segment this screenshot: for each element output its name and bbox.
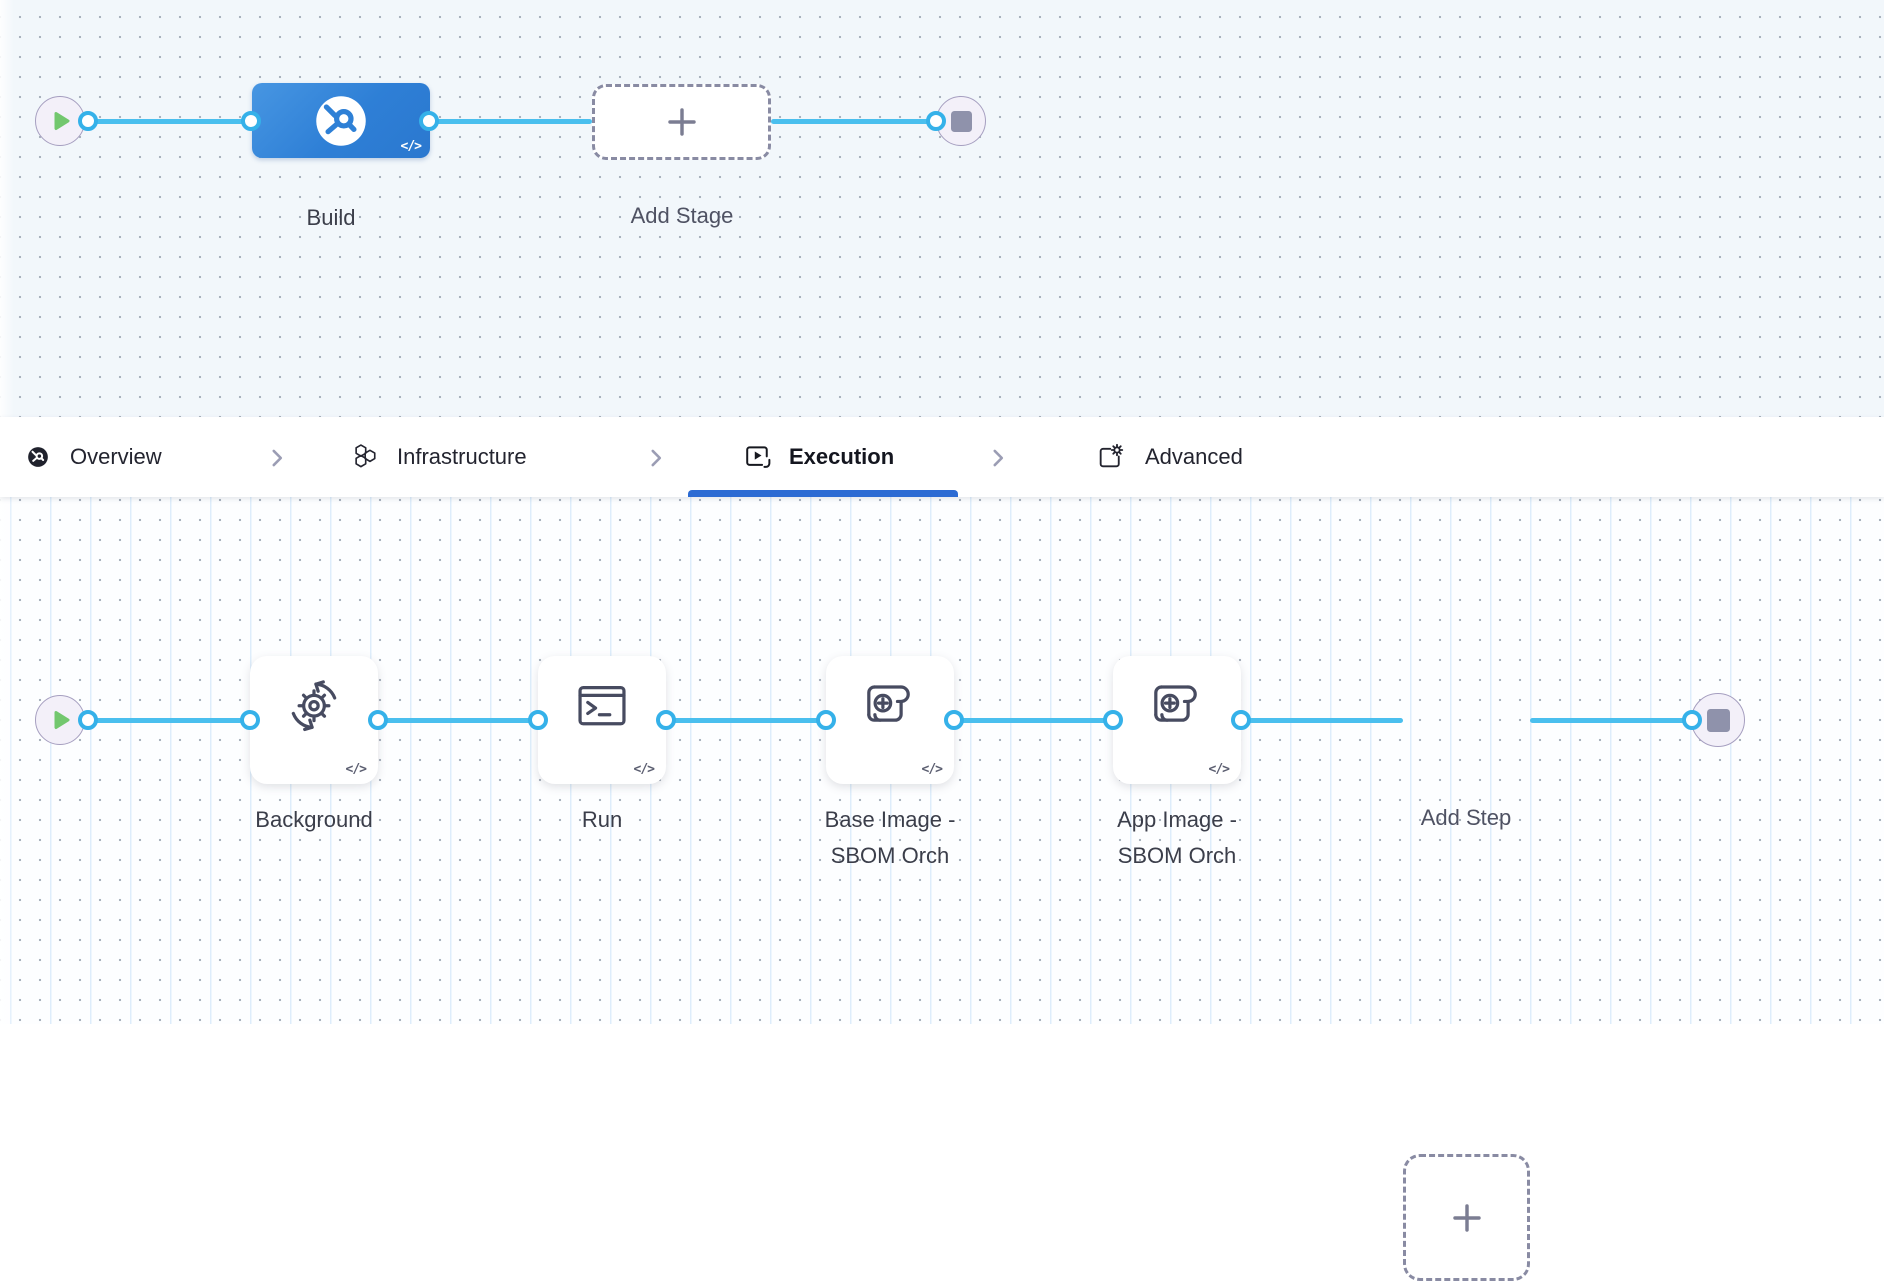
step-label: Base Image - SBOM Orch xyxy=(824,807,956,868)
play-icon xyxy=(54,112,70,130)
code-view-glyph: </> xyxy=(345,762,368,777)
step-node-run[interactable]: </> xyxy=(538,656,666,784)
pipeline-start-node[interactable] xyxy=(35,96,85,146)
chevron-right-icon xyxy=(651,449,662,467)
active-tab-underline xyxy=(688,490,958,497)
step-node-base-image-sbom[interactable]: </> xyxy=(826,656,954,784)
connection-port[interactable] xyxy=(78,710,98,730)
tab-overview[interactable]: Overview xyxy=(27,417,162,497)
add-step-button[interactable] xyxy=(1403,1154,1530,1281)
add-step-label: Add Step xyxy=(1420,805,1512,830)
connector-line xyxy=(954,717,1113,723)
connector-line xyxy=(88,118,252,124)
connection-port[interactable] xyxy=(419,111,439,131)
code-view-glyph: </> xyxy=(921,762,944,777)
add-stage-button[interactable] xyxy=(592,84,771,160)
connection-port[interactable] xyxy=(1231,710,1251,730)
tab-infrastructure[interactable]: Infrastructure xyxy=(351,417,527,497)
stage-node-build[interactable]: </> xyxy=(252,83,430,158)
chevron-right-icon xyxy=(272,449,283,467)
connection-port[interactable] xyxy=(528,710,548,730)
stop-icon xyxy=(950,110,972,132)
connection-port[interactable] xyxy=(816,710,836,730)
connector-line xyxy=(1530,717,1692,723)
play-icon xyxy=(54,711,70,729)
connector-line xyxy=(430,118,592,124)
tab-advanced[interactable]: Advanced xyxy=(1096,417,1243,497)
stop-icon xyxy=(1706,708,1730,732)
connector-line xyxy=(1241,717,1403,723)
connection-port[interactable] xyxy=(1103,710,1123,730)
plus-icon xyxy=(1452,1203,1481,1232)
tab-label: Advanced xyxy=(1145,444,1243,469)
code-view-glyph: </> xyxy=(1208,762,1231,777)
stage-pipeline-canvas: </> Build Add Stage xyxy=(0,0,1884,417)
gear-sync-icon xyxy=(291,680,337,732)
connector-line xyxy=(378,717,538,723)
step-label: App Image - SBOM Orch xyxy=(1117,807,1237,868)
stage-label: Build xyxy=(306,205,356,230)
play-frame-icon xyxy=(746,446,771,468)
connector-line xyxy=(771,118,936,124)
plus-icon xyxy=(667,108,696,136)
connection-port[interactable] xyxy=(241,111,261,131)
connection-port[interactable] xyxy=(656,710,676,730)
connection-port[interactable] xyxy=(1682,710,1702,730)
connection-port[interactable] xyxy=(240,710,260,730)
connection-port[interactable] xyxy=(926,111,946,131)
connection-port[interactable] xyxy=(78,111,98,131)
tab-execution[interactable]: Execution xyxy=(744,417,894,497)
step-label: Background xyxy=(255,807,373,832)
step-node-background[interactable]: </> xyxy=(250,656,378,784)
step-node-app-image-sbom[interactable]: </> xyxy=(1113,656,1241,784)
tab-label: Overview xyxy=(70,444,162,469)
connection-port[interactable] xyxy=(944,710,964,730)
tab-label: Execution xyxy=(789,444,895,469)
connector-line xyxy=(666,717,826,723)
code-view-glyph: </> xyxy=(633,762,656,777)
chevron-right-icon xyxy=(993,449,1004,467)
code-view-glyph: </> xyxy=(400,139,423,154)
scroll-plus-icon xyxy=(867,685,910,722)
connector-line xyxy=(88,717,250,723)
hexagons-icon xyxy=(355,444,376,468)
tab-label: Infrastructure xyxy=(397,444,527,469)
add-stage-label: Add Stage xyxy=(630,203,734,228)
ci-build-icon xyxy=(316,96,366,146)
stage-config-tabbar: Overview Infrastructure Execution xyxy=(0,417,1884,497)
scroll-plus-icon xyxy=(1154,685,1197,722)
ci-overview-icon xyxy=(28,447,48,467)
execution-steps-canvas: </> </> </> xyxy=(0,497,1884,1281)
connection-port[interactable] xyxy=(368,710,388,730)
step-label: Run xyxy=(581,807,623,832)
terminal-icon xyxy=(578,686,626,726)
frame-gear-icon xyxy=(1099,443,1124,468)
execution-start-node[interactable] xyxy=(35,695,85,745)
